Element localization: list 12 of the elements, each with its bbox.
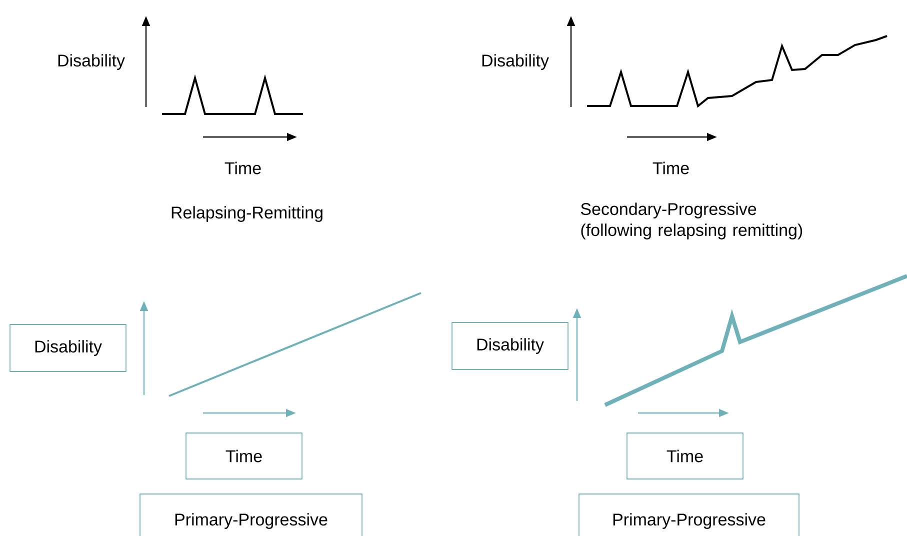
axis-label: Time (224, 162, 261, 174)
label-box: Disability (10, 324, 126, 372)
axis-label: Disability (482, 54, 549, 70)
axis-label: Time (652, 162, 689, 174)
label-box: Time (186, 432, 302, 480)
label-box: Primary-Progressive (578, 494, 800, 536)
label-box: Primary-Progressive (140, 494, 362, 536)
axis-label: Secondary-Progressive (following relapsing remitting) (580, 202, 802, 240)
axis-label: Relapsing-Remitting (172, 206, 322, 222)
label-box: Disability (452, 322, 568, 370)
label-box: Time (626, 432, 744, 480)
axis-label: Disability (58, 54, 125, 70)
